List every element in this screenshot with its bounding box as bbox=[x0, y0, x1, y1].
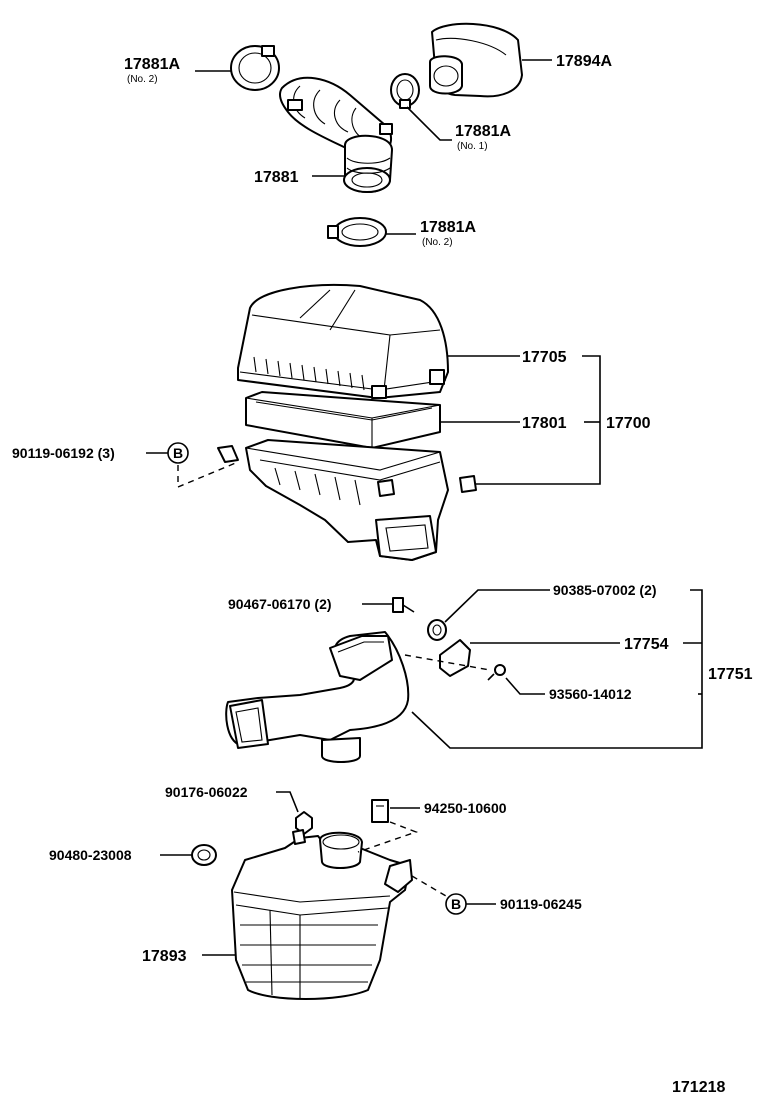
b-marker-top: B bbox=[167, 442, 189, 464]
hose-clamp-no2-top bbox=[230, 45, 280, 91]
resonator bbox=[429, 22, 523, 98]
b-marker-bottom-label: B bbox=[451, 896, 461, 912]
b-marker-bottom: B bbox=[445, 893, 467, 915]
bolt-90467 bbox=[392, 597, 415, 613]
cushion-90480 bbox=[191, 844, 217, 866]
filter-element bbox=[245, 391, 441, 449]
air-cleaner-lower-case bbox=[231, 829, 413, 1000]
b-marker-top-label: B bbox=[173, 445, 183, 461]
screw-93560 bbox=[487, 664, 506, 681]
label-17754: 17754 bbox=[624, 636, 669, 653]
air-cleaner-cap bbox=[237, 283, 449, 399]
label-90385-07002: 90385-07002 (2) bbox=[553, 582, 657, 598]
label-90119-06192: 90119-06192 (3) bbox=[12, 445, 115, 461]
label-17751: 17751 bbox=[708, 666, 753, 683]
label-90119-06245: 90119-06245 bbox=[500, 896, 582, 912]
label-17881: 17881 bbox=[254, 169, 299, 186]
label-90480-23008: 90480-23008 bbox=[49, 847, 132, 863]
intake-hose bbox=[279, 76, 393, 193]
hose-clamp-no1 bbox=[390, 73, 420, 109]
leader-lines bbox=[146, 59, 703, 956]
label-17801: 17801 bbox=[522, 415, 567, 432]
air-cleaner-case bbox=[217, 439, 477, 561]
label-90467-06170: 90467-06170 (2) bbox=[228, 596, 332, 612]
label-17881A-top: 17881A bbox=[124, 56, 180, 73]
diagram-reference-number: 171218 bbox=[672, 1079, 725, 1096]
label-90176-06022: 90176-06022 bbox=[165, 784, 248, 800]
bracket-17754 bbox=[439, 639, 471, 677]
label-no2-bottom: (No. 2) bbox=[422, 237, 453, 248]
label-17881A-mid: 17881A bbox=[455, 123, 511, 140]
hose-clamp-no2-bottom bbox=[327, 217, 387, 247]
grommet-90385 bbox=[427, 619, 447, 641]
label-no1: (No. 1) bbox=[457, 141, 488, 152]
nut-90176 bbox=[295, 811, 313, 835]
label-93560-14012: 93560-14012 bbox=[549, 686, 632, 702]
label-94250-10600: 94250-10600 bbox=[424, 800, 507, 816]
label-17893: 17893 bbox=[142, 948, 187, 965]
label-17881A-bottom: 17881A bbox=[420, 219, 476, 236]
label-no2-top: (No. 2) bbox=[127, 74, 158, 85]
air-inlet-duct bbox=[225, 631, 410, 763]
label-17894A: 17894A bbox=[556, 53, 612, 70]
clip-94250 bbox=[371, 799, 389, 823]
label-17705: 17705 bbox=[522, 349, 567, 366]
label-17700: 17700 bbox=[606, 415, 651, 432]
